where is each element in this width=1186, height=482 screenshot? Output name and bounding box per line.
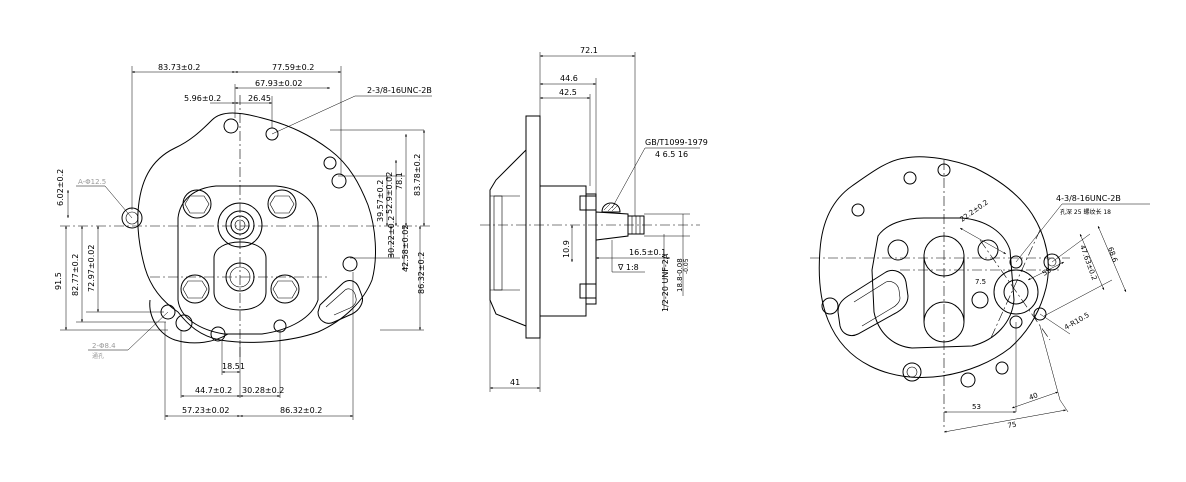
front-gear-bore (213, 241, 267, 311)
side-key-spec: 4 6.5 16 (655, 150, 688, 159)
side-flange-plate (525, 115, 541, 339)
dim-86-32-vertical: 86.32±0.2 (417, 252, 426, 294)
dim-52-9: 52.9±0.02 (385, 172, 394, 214)
rear-depth-note: 孔深 25 螺纹长 18 (1060, 208, 1111, 216)
rear-hole-2 (977, 239, 999, 261)
dim-40: 40 (1028, 391, 1039, 402)
front-bolt-upper-right (267, 189, 297, 219)
front-lower-lobe (149, 299, 229, 344)
dim-5-96: 5.96±0.2 (184, 94, 221, 103)
dim-53: 53 (972, 403, 981, 411)
rear-hole-5 (960, 372, 976, 388)
front-tap-hole-right1 (323, 156, 337, 170)
dim-41: 41 (510, 378, 520, 387)
dim-18-8: 18.8-0.08 (676, 258, 684, 292)
dim-39-57: 39.57±0.2 (376, 180, 385, 222)
rear-inner-body (871, 217, 1015, 349)
front-body-outline (137, 112, 376, 343)
front-bolt-upper-left (182, 189, 212, 219)
rear-hole-port-top (1009, 255, 1023, 269)
front-view: 83.73±0.2 77.59±0.2 67.93±0.02 5.96±0.2 … (54, 63, 432, 420)
rear-center-boss (1003, 279, 1029, 305)
side-view: 72.1 44.6 42.5 GB/T1099-1979 4 6.5 16 10… (480, 46, 708, 392)
dim-68-6: 68.6 (1106, 246, 1119, 264)
rear-body-outline (818, 156, 1049, 379)
dim-86-32-horizontal: 86.32±0.2 (280, 406, 322, 415)
front-faint-label-lower: 2-Φ8.4 (92, 342, 116, 350)
side-standard-note: GB/T1099-1979 (645, 138, 708, 147)
side-taper-note: ∇ 1:8 (617, 263, 639, 272)
dim-44-7: 44.7±0.2 (195, 386, 232, 395)
front-tap-hole-right3 (342, 256, 358, 272)
side-bolt-head-top (579, 195, 597, 211)
front-mount-hole-bottom2 (210, 326, 226, 342)
rear-hole-1 (887, 239, 909, 261)
rear-hole-port-right (1033, 307, 1047, 321)
rear-hole-left-upper (851, 203, 865, 217)
front-mount-hole-top (223, 118, 239, 134)
dim-30-22: 30.22±0.2 (387, 216, 396, 258)
front-thread-note: 2-3/8-16UNC-2B (367, 86, 432, 95)
dim-55: 55 (1041, 266, 1053, 277)
rear-hole-4 (902, 362, 922, 382)
front-outlet-slot (317, 280, 363, 324)
dim-78-1: 78.1 (395, 172, 404, 190)
dim-82-77: 82.77±0.2 (71, 254, 80, 296)
dim-77-59: 77.59±0.2 (272, 63, 314, 72)
dim-91-5: 91.5 (54, 272, 63, 290)
rear-thread-note: 4-3/8-16UNC-2B (1056, 194, 1121, 203)
front-faint-label-upper: A-Φ12.5 (78, 178, 106, 186)
dim-30-28: 30.28±0.2 (242, 386, 284, 395)
front-inner-plate (177, 185, 319, 335)
front-tap-hole-right2 (331, 173, 347, 189)
rear-hole-left (821, 297, 839, 315)
front-faint-label-lower2: 通孔 (92, 352, 104, 360)
rear-hole-radius-note: 4-R10.5 (1063, 311, 1091, 332)
dim-47-63: 47.63±0.2 (1078, 244, 1098, 282)
dim-18-51: 18.51 (222, 362, 245, 371)
side-woodruff-key (601, 202, 621, 213)
dim-10-9: 10.9 (562, 240, 571, 258)
rear-hole-top1 (903, 171, 917, 185)
dim-42-5: 42.5 (559, 88, 577, 97)
dim-44-6: 44.6 (560, 74, 578, 83)
dim-72-97: 72.97±0.02 (87, 245, 96, 292)
dim-75: 75 (1007, 421, 1017, 430)
front-bolt-lower-left (180, 274, 210, 304)
dim-16-5: 16.5±0.1 (629, 248, 666, 257)
dim-42-58: 42.58±0.02 (401, 225, 410, 272)
dim-72-1: 72.1 (580, 46, 598, 55)
side-thread-note: 1/2-20 UNF-2A (661, 253, 670, 312)
dim-57-23: 57.23±0.02 (182, 406, 229, 415)
dim-83-78: 83.78±0.2 (413, 154, 422, 196)
side-bolt-head-bottom (579, 283, 597, 299)
dim-26-45: 26.45 (248, 94, 271, 103)
rear-hole-3 (971, 291, 989, 309)
rear-outlet-slot (837, 269, 909, 337)
front-mount-hole-bottom (175, 314, 193, 332)
side-shaft-taper (595, 211, 629, 241)
dim-7-5: 7.5 (975, 278, 986, 286)
dim-18-8-tol: -0.05 (683, 258, 690, 274)
rear-hole-6 (995, 361, 1009, 375)
dim-67-93: 67.93±0.02 (255, 79, 302, 88)
front-bolt-lower-right (270, 274, 300, 304)
dim-6-02: 6.02±0.2 (56, 169, 65, 206)
rear-view: 4-3/8-16UNC-2B 孔深 25 螺纹长 18 22.2±0.2 47.… (810, 156, 1150, 433)
dim-83-73: 83.73±0.2 (158, 63, 200, 72)
side-rear-cap (489, 149, 527, 327)
